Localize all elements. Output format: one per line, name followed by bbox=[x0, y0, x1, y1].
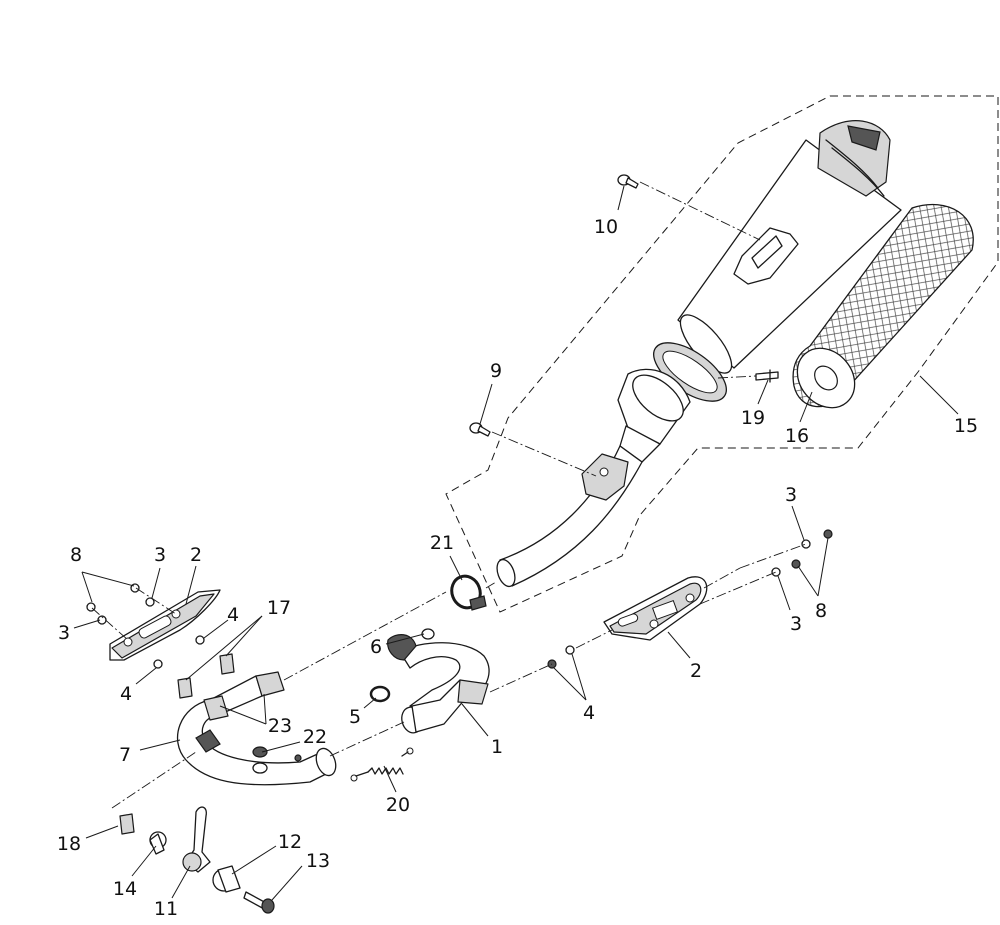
callout-13: 13 bbox=[306, 850, 330, 872]
callout-8-b: 8 bbox=[815, 600, 827, 622]
callout-4-c: 4 bbox=[583, 702, 595, 724]
callout-4-b: 4 bbox=[120, 683, 132, 705]
callout-4-a: 4 bbox=[227, 604, 239, 626]
left-fasteners bbox=[86, 583, 205, 669]
callout-17: 17 bbox=[267, 597, 291, 619]
heat-shield-left bbox=[109, 589, 221, 661]
gasket-5 bbox=[369, 685, 391, 703]
callout-14: 14 bbox=[113, 878, 137, 900]
spring-20 bbox=[350, 747, 414, 782]
clamp-21 bbox=[450, 574, 487, 611]
callout-15: 15 bbox=[954, 415, 978, 437]
callout-5: 5 bbox=[349, 706, 361, 728]
callout-2-right: 2 bbox=[690, 660, 702, 682]
callout-18: 18 bbox=[57, 833, 81, 855]
callout-3-d: 3 bbox=[790, 613, 802, 635]
silencer-gasket bbox=[653, 342, 727, 402]
rivet-19 bbox=[755, 369, 779, 383]
callout-3-a: 3 bbox=[154, 544, 166, 566]
callout-3-b: 3 bbox=[58, 622, 70, 644]
callout-7: 7 bbox=[119, 744, 131, 766]
part-callouts: 1 2 2 3 3 3 3 4 4 4 5 6 7 8 8 9 10 11 12… bbox=[57, 216, 978, 920]
silencer-assembly-outline bbox=[445, 95, 999, 613]
clips-17 bbox=[177, 653, 235, 699]
silencer-body bbox=[677, 120, 902, 374]
silencer-cone-and-link-pipe bbox=[496, 368, 691, 588]
callout-8-a: 8 bbox=[70, 544, 82, 566]
callout-6: 6 bbox=[370, 636, 382, 658]
callout-16: 16 bbox=[785, 425, 809, 447]
leader-lines bbox=[73, 185, 959, 901]
callout-22: 22 bbox=[303, 726, 327, 748]
bolt-10 bbox=[617, 174, 639, 189]
bolt-9 bbox=[469, 422, 491, 437]
callout-20: 20 bbox=[386, 794, 410, 816]
callout-10: 10 bbox=[594, 216, 618, 238]
assembly-centre-lines bbox=[91, 181, 807, 809]
lower-bracket-parts bbox=[119, 806, 275, 914]
heat-shield-right bbox=[603, 576, 708, 641]
callout-2-left: 2 bbox=[190, 544, 202, 566]
callout-19: 19 bbox=[741, 407, 765, 429]
callout-11: 11 bbox=[154, 898, 178, 920]
collector-pipe-1 bbox=[387, 634, 490, 734]
callout-21: 21 bbox=[430, 532, 454, 554]
callout-1: 1 bbox=[491, 736, 503, 758]
callout-23: 23 bbox=[268, 715, 292, 737]
callout-3-c: 3 bbox=[785, 484, 797, 506]
nut-6 bbox=[421, 628, 435, 640]
callout-12: 12 bbox=[278, 831, 302, 853]
callout-9: 9 bbox=[490, 360, 502, 382]
